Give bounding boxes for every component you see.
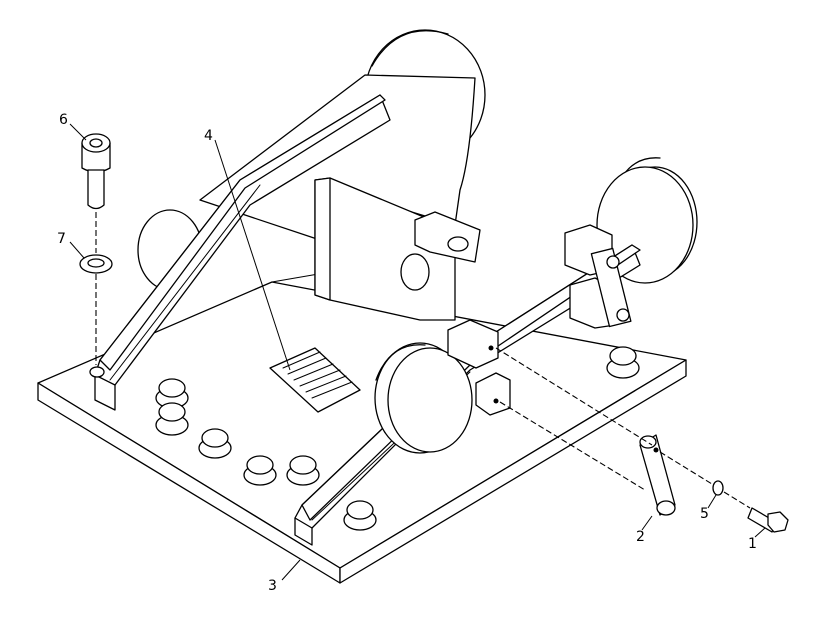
bolt <box>747 507 789 533</box>
bracket-bolt-top <box>606 255 620 269</box>
stud <box>286 455 320 486</box>
axis-washer-bolt <box>723 491 751 509</box>
mount-bolt <box>447 236 469 252</box>
stud <box>198 428 232 459</box>
stud <box>343 500 377 531</box>
stud <box>243 455 277 486</box>
leader-2 <box>641 515 653 531</box>
washer <box>79 254 113 274</box>
callout-5: 5 <box>700 506 709 522</box>
link <box>639 434 676 516</box>
axis-link-washer <box>659 451 713 485</box>
leader-4 <box>214 139 291 371</box>
back-frame <box>137 29 486 291</box>
axis-lower-link <box>499 401 646 491</box>
leader-7 <box>69 241 85 259</box>
axis-upper-link <box>495 347 653 446</box>
callout-1: 1 <box>748 536 757 552</box>
left-bolt-hole <box>89 366 105 378</box>
callout-4: 4 <box>204 128 213 144</box>
callout-7: 7 <box>57 231 66 247</box>
front-left-pulley <box>374 342 473 454</box>
bracket-bolt-bottom <box>616 308 630 322</box>
stud <box>606 346 640 379</box>
left-arm <box>89 94 391 411</box>
leader-1 <box>754 527 766 538</box>
lockwasher <box>712 480 724 496</box>
base-plate <box>37 271 687 584</box>
callout-6: 6 <box>59 112 68 128</box>
leader-3 <box>281 559 301 581</box>
studs <box>155 346 640 531</box>
center-hole <box>400 253 430 291</box>
callout-2: 2 <box>636 529 645 545</box>
upper-bracket <box>564 224 632 329</box>
center-upright <box>314 177 481 321</box>
callout-3: 3 <box>268 578 277 594</box>
stud <box>155 402 189 436</box>
data-plate <box>269 347 361 413</box>
leader-5 <box>707 494 717 509</box>
leader-6 <box>69 123 87 141</box>
stud <box>155 378 189 409</box>
cap-screw <box>81 133 111 210</box>
link-mount-blocks <box>447 319 511 416</box>
